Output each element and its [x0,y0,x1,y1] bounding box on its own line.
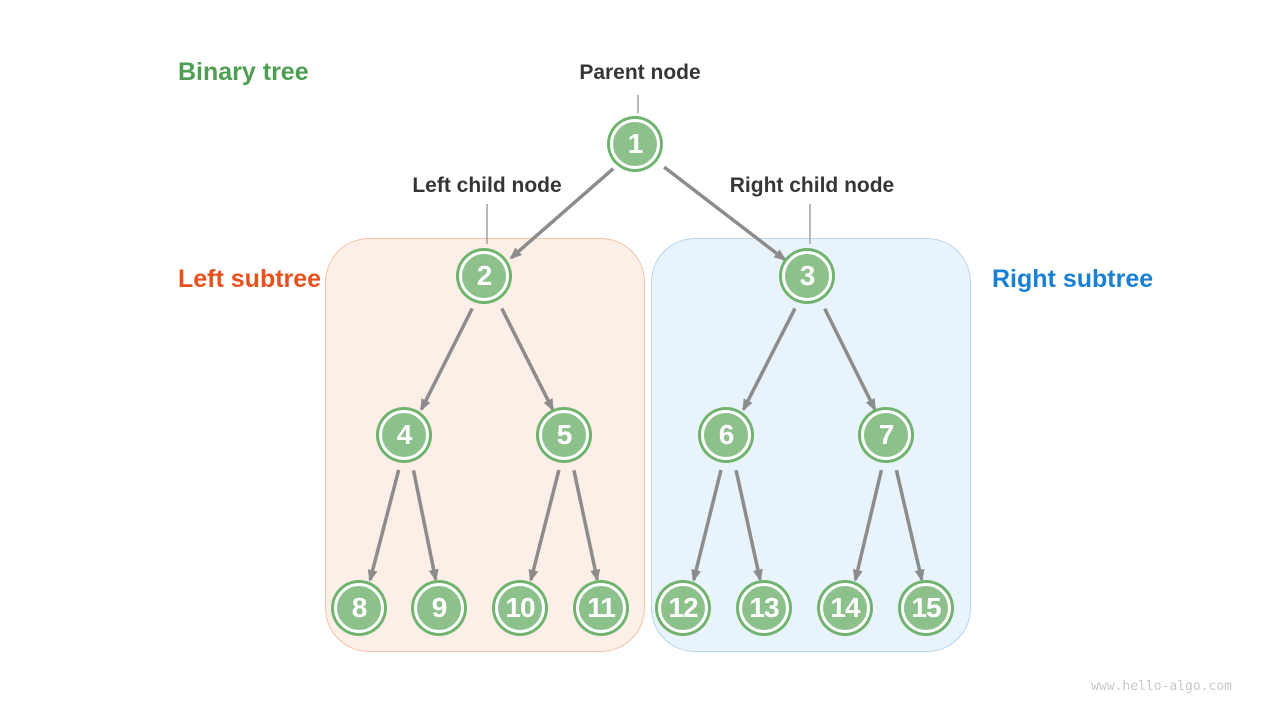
right-child-node-label: Right child node [729,174,895,197]
diagram-title: Binary tree [178,58,309,86]
tree-node-7: 7 [861,410,911,460]
left-child-node-label: Left child node [412,174,562,197]
tree-node-3: 3 [782,251,832,301]
tree-node-9: 9 [414,583,464,633]
tree-node-8: 8 [334,583,384,633]
left-subtree-label: Left subtree [178,265,322,293]
tree-node-2: 2 [459,251,509,301]
site-watermark: www.hello-algo.com [1091,679,1232,694]
tree-node-6: 6 [701,410,751,460]
parent-node-label: Parent node [579,61,701,84]
tree-node-10: 10 [495,583,545,633]
tree-node-14: 14 [820,583,870,633]
tree-node-1: 1 [610,119,660,169]
tree-node-5: 5 [539,410,589,460]
right-subtree-label: Right subtree [992,265,1154,293]
tree-node-4: 4 [379,410,429,460]
left-subtree-box [325,238,645,652]
tree-node-12: 12 [658,583,708,633]
tree-node-13: 13 [739,583,789,633]
tree-node-11: 11 [576,583,626,633]
tree-node-15: 15 [901,583,951,633]
